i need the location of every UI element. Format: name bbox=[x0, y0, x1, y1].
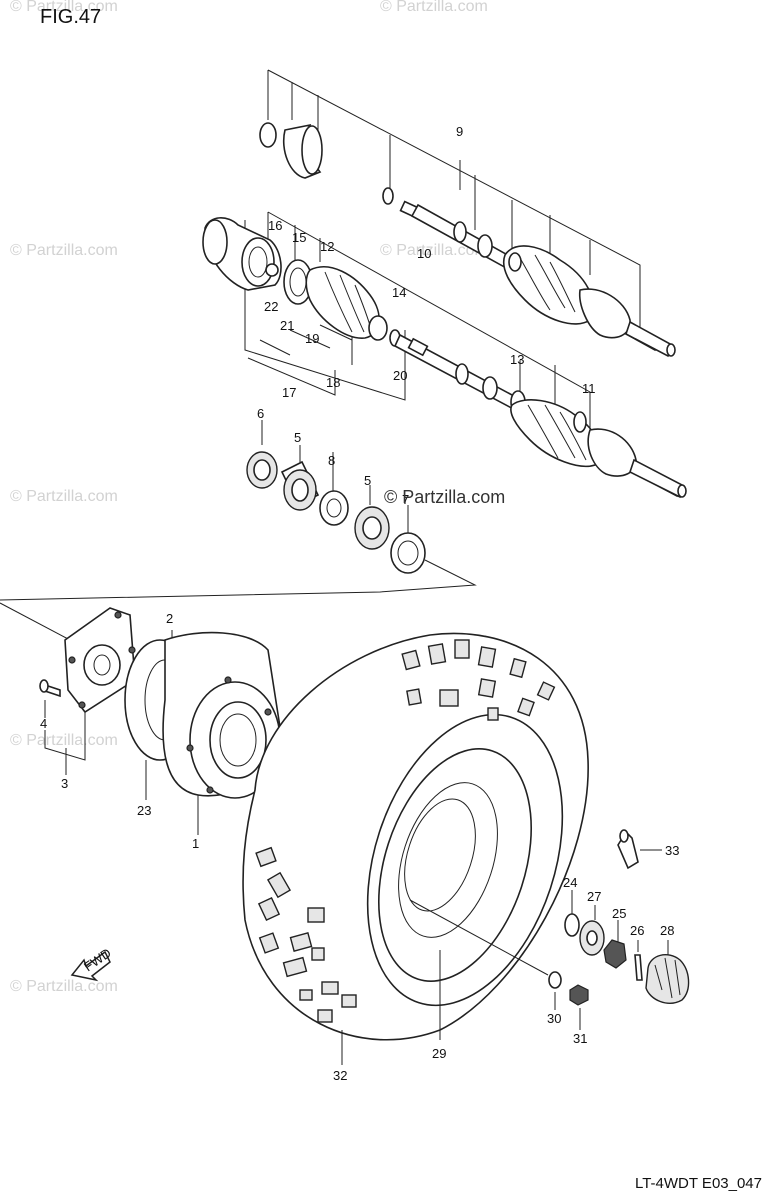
callout-13: 13 bbox=[510, 352, 524, 367]
callout-2: 2 bbox=[166, 611, 173, 626]
callout-22: 22 bbox=[264, 299, 278, 314]
callout-16: 16 bbox=[268, 218, 282, 233]
callout-labels: 1 2 3 4 5 5 6 7 8 9 10 11 12 13 14 15 16… bbox=[40, 124, 679, 1083]
watermark: © Partzilla.com bbox=[10, 0, 118, 15]
callout-11: 11 bbox=[582, 381, 596, 396]
callout-4: 4 bbox=[40, 716, 47, 731]
drive-shaft-lower bbox=[202, 211, 687, 499]
hub-assembly bbox=[0, 602, 283, 835]
callout-1: 1 bbox=[192, 836, 199, 851]
watermark: © Partzilla.com bbox=[10, 242, 118, 259]
callout-10: 10 bbox=[417, 246, 431, 261]
callout-8: 8 bbox=[328, 453, 335, 468]
watermark: © Partzilla.com bbox=[380, 242, 488, 259]
tire-wheel bbox=[242, 632, 589, 1065]
watermark: © Partzilla.com bbox=[380, 0, 488, 15]
watermark: © Partzilla.com bbox=[10, 488, 118, 505]
callout-17: 17 bbox=[282, 385, 296, 400]
callout-15: 15 bbox=[292, 230, 306, 245]
callout-33: 33 bbox=[665, 843, 679, 858]
callout-18: 18 bbox=[326, 375, 340, 390]
callout-24: 24 bbox=[563, 875, 577, 890]
callout-7: 7 bbox=[402, 492, 409, 507]
callout-27: 27 bbox=[587, 889, 601, 904]
callout-14: 14 bbox=[392, 285, 406, 300]
callout-12: 12 bbox=[320, 239, 334, 254]
callout-26: 26 bbox=[630, 923, 644, 938]
callout-5b: 5 bbox=[364, 473, 371, 488]
drive-shaft-upper bbox=[259, 69, 676, 358]
callout-20: 20 bbox=[393, 368, 407, 383]
callout-5a: 5 bbox=[294, 430, 301, 445]
callout-25: 25 bbox=[612, 906, 626, 921]
callout-6: 6 bbox=[257, 406, 264, 421]
callout-3: 3 bbox=[61, 776, 68, 791]
bearings-seals bbox=[0, 420, 477, 601]
callout-23: 23 bbox=[137, 803, 151, 818]
center-watermark: © Partzilla.com bbox=[384, 487, 506, 507]
watermark: © Partzilla.com bbox=[10, 732, 118, 749]
callout-9: 9 bbox=[456, 124, 463, 139]
callout-21: 21 bbox=[280, 318, 294, 333]
callout-28: 28 bbox=[660, 923, 674, 938]
callout-30: 30 bbox=[547, 1011, 561, 1026]
callout-19: 19 bbox=[305, 331, 319, 346]
fwd-arrow-icon: FWD bbox=[70, 945, 114, 982]
watermark: © Partzilla.com bbox=[10, 978, 118, 995]
wheel-hardware bbox=[548, 829, 690, 1030]
figure-title: FIG.47 bbox=[40, 6, 102, 28]
callout-29: 29 bbox=[432, 1046, 446, 1061]
callout-32: 32 bbox=[333, 1068, 347, 1083]
figure-code: LT-4WDT E03_047 bbox=[634, 1175, 762, 1192]
callout-31: 31 bbox=[573, 1031, 587, 1046]
